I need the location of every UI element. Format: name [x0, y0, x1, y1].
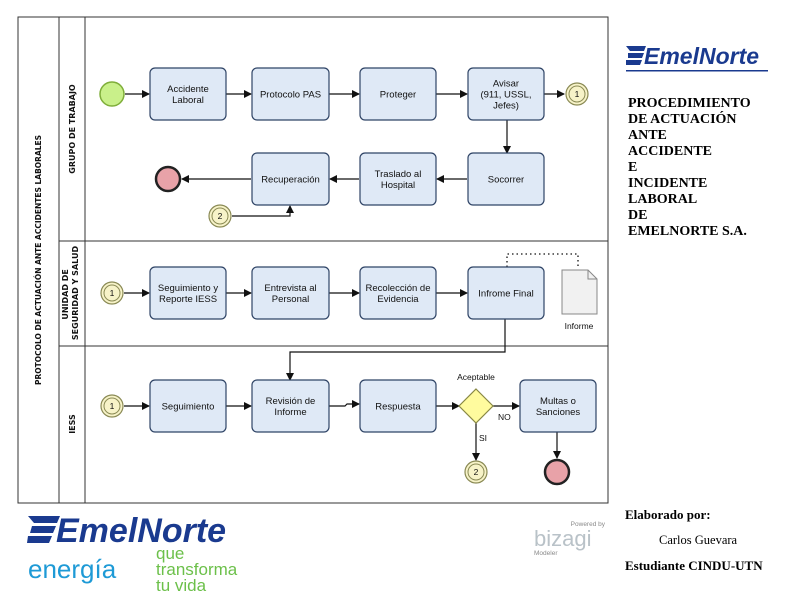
- emelnorte-emblem-large-icon: [27, 516, 60, 543]
- emelnorte-logo-large: EmelNorte energía que transforma tu vida: [27, 512, 238, 594]
- task-label-protocolo-pas: Protocolo PAS: [260, 90, 321, 101]
- lane-label-iess: IESS: [68, 414, 77, 434]
- task-label-revision-informe: Informe: [274, 407, 306, 418]
- task-label-recoleccion-evidencia: Recolección de: [366, 283, 431, 294]
- task-label-traslado-hospital: Hospital: [381, 180, 415, 191]
- svg-text:1: 1: [575, 89, 580, 99]
- lane-unidad-seguridad: UNIDAD DE SEGURIDAD Y SALUD: [61, 246, 80, 341]
- gateway-yes-label: SI: [479, 433, 487, 443]
- lane-grupo-de-trabajo: GRUPO DE TRABAJO: [68, 84, 77, 174]
- task-label-seguimiento-reporte: Seguimiento y: [158, 283, 218, 294]
- svg-text:1: 1: [110, 288, 115, 298]
- task-label-seguimiento-reporte: Reporte IESS: [159, 294, 217, 305]
- task-label-avisar: (911, USSL,: [480, 90, 531, 101]
- author-role: Estudiante CINDU-UTN: [625, 558, 763, 573]
- lane-label-grupo: GRUPO DE TRABAJO: [68, 84, 77, 174]
- link-event-1-catch-iess[interactable]: 1: [100, 394, 124, 418]
- end-event-iess[interactable]: [543, 458, 571, 486]
- task-label-recuperacion: Recuperación: [261, 175, 320, 186]
- slogan-tu-vida: tu vida: [156, 576, 207, 594]
- pool-title: PROTOCOLO DE ACTUACIÓN ANTE ACCIDENTES L…: [34, 135, 43, 385]
- link-event-2-catch[interactable]: 2: [208, 204, 232, 228]
- sequence-flows: [124, 90, 579, 461]
- data-object-label: Informe: [565, 321, 594, 331]
- task-protocolo-pas[interactable]: Protocolo PAS: [251, 67, 330, 121]
- lane-label-seguridad: UNIDAD DE SEGURIDAD Y SALUD: [61, 246, 80, 341]
- task-label-revision-informe: Revisión de: [266, 396, 316, 407]
- gateway-no-label: NO: [498, 412, 511, 422]
- task-label-avisar: Avisar: [493, 79, 519, 90]
- task-socorrer[interactable]: Socorrer: [467, 152, 545, 206]
- svg-text:2: 2: [218, 211, 223, 221]
- author-name: Carlos Guevara: [659, 533, 738, 547]
- task-label-entrevista-personal: Personal: [272, 294, 310, 305]
- slogan-energia: energía: [28, 554, 117, 584]
- task-informe-final[interactable]: Infrome Final: [467, 266, 545, 320]
- emelnorte-logo-small: EmelNorte: [626, 43, 768, 72]
- bizagi-watermark: Powered by bizagi Modeler: [534, 521, 606, 557]
- task-seguimiento[interactable]: Seguimiento: [149, 379, 227, 433]
- task-label-accidente-laboral: Laboral: [172, 95, 204, 106]
- link-event-2-throw[interactable]: 2: [464, 460, 488, 484]
- emelnorte-emblem-icon: [626, 46, 646, 65]
- svg-text:2: 2: [474, 467, 479, 477]
- gateway-label: Aceptable: [457, 372, 495, 382]
- task-label-seguimiento: Seguimiento: [162, 402, 215, 413]
- task-label-multas-sanciones: Sanciones: [536, 407, 581, 418]
- gateway-aceptable[interactable]: [458, 388, 494, 424]
- document-title: PROCEDIMIENTO DE ACTUACIÓN ANTE ACCIDENT…: [628, 96, 751, 239]
- data-object-informe[interactable]: [561, 269, 598, 315]
- task-avisar[interactable]: Avisar(911, USSL,Jefes): [467, 67, 545, 121]
- bizagi-name: bizagi: [534, 526, 591, 551]
- lane-iess: IESS: [68, 414, 77, 434]
- link-event-1-throw[interactable]: 1: [565, 82, 589, 106]
- link-event-1-catch-seguridad[interactable]: 1: [100, 281, 124, 305]
- start-event[interactable]: [99, 81, 125, 107]
- author-label: Elaborado por:: [625, 507, 711, 522]
- task-respuesta[interactable]: Respuesta: [359, 379, 437, 433]
- task-label-respuesta: Respuesta: [375, 402, 421, 413]
- bizagi-powered: Powered by: [571, 521, 606, 528]
- task-label-socorrer: Socorrer: [488, 175, 524, 186]
- svg-text:1: 1: [110, 401, 115, 411]
- brand-name-large: EmelNorte: [56, 512, 226, 550]
- task-label-multas-sanciones: Multas o: [540, 396, 576, 407]
- author-block: Elaborado por: Carlos Guevara Estudiante…: [625, 507, 795, 574]
- bizagi-product: Modeler: [534, 550, 558, 557]
- task-label-accidente-laboral: Accidente: [167, 84, 209, 95]
- slogan-transforma: transforma: [156, 560, 238, 579]
- task-label-avisar: Jefes): [493, 101, 519, 112]
- task-proteger[interactable]: Proteger: [359, 67, 437, 121]
- brand-name-small: EmelNorte: [644, 43, 759, 69]
- task-label-proteger: Proteger: [380, 90, 416, 101]
- task-label-entrevista-personal: Entrevista al: [264, 283, 316, 294]
- end-event-grupo[interactable]: [154, 165, 182, 193]
- task-label-informe-final: Infrome Final: [478, 289, 533, 300]
- task-label-recoleccion-evidencia: Evidencia: [377, 294, 419, 305]
- slogan-que: que: [156, 544, 184, 563]
- task-label-traslado-hospital: Traslado al: [375, 169, 422, 180]
- task-recuperacion[interactable]: Recuperación: [251, 152, 330, 206]
